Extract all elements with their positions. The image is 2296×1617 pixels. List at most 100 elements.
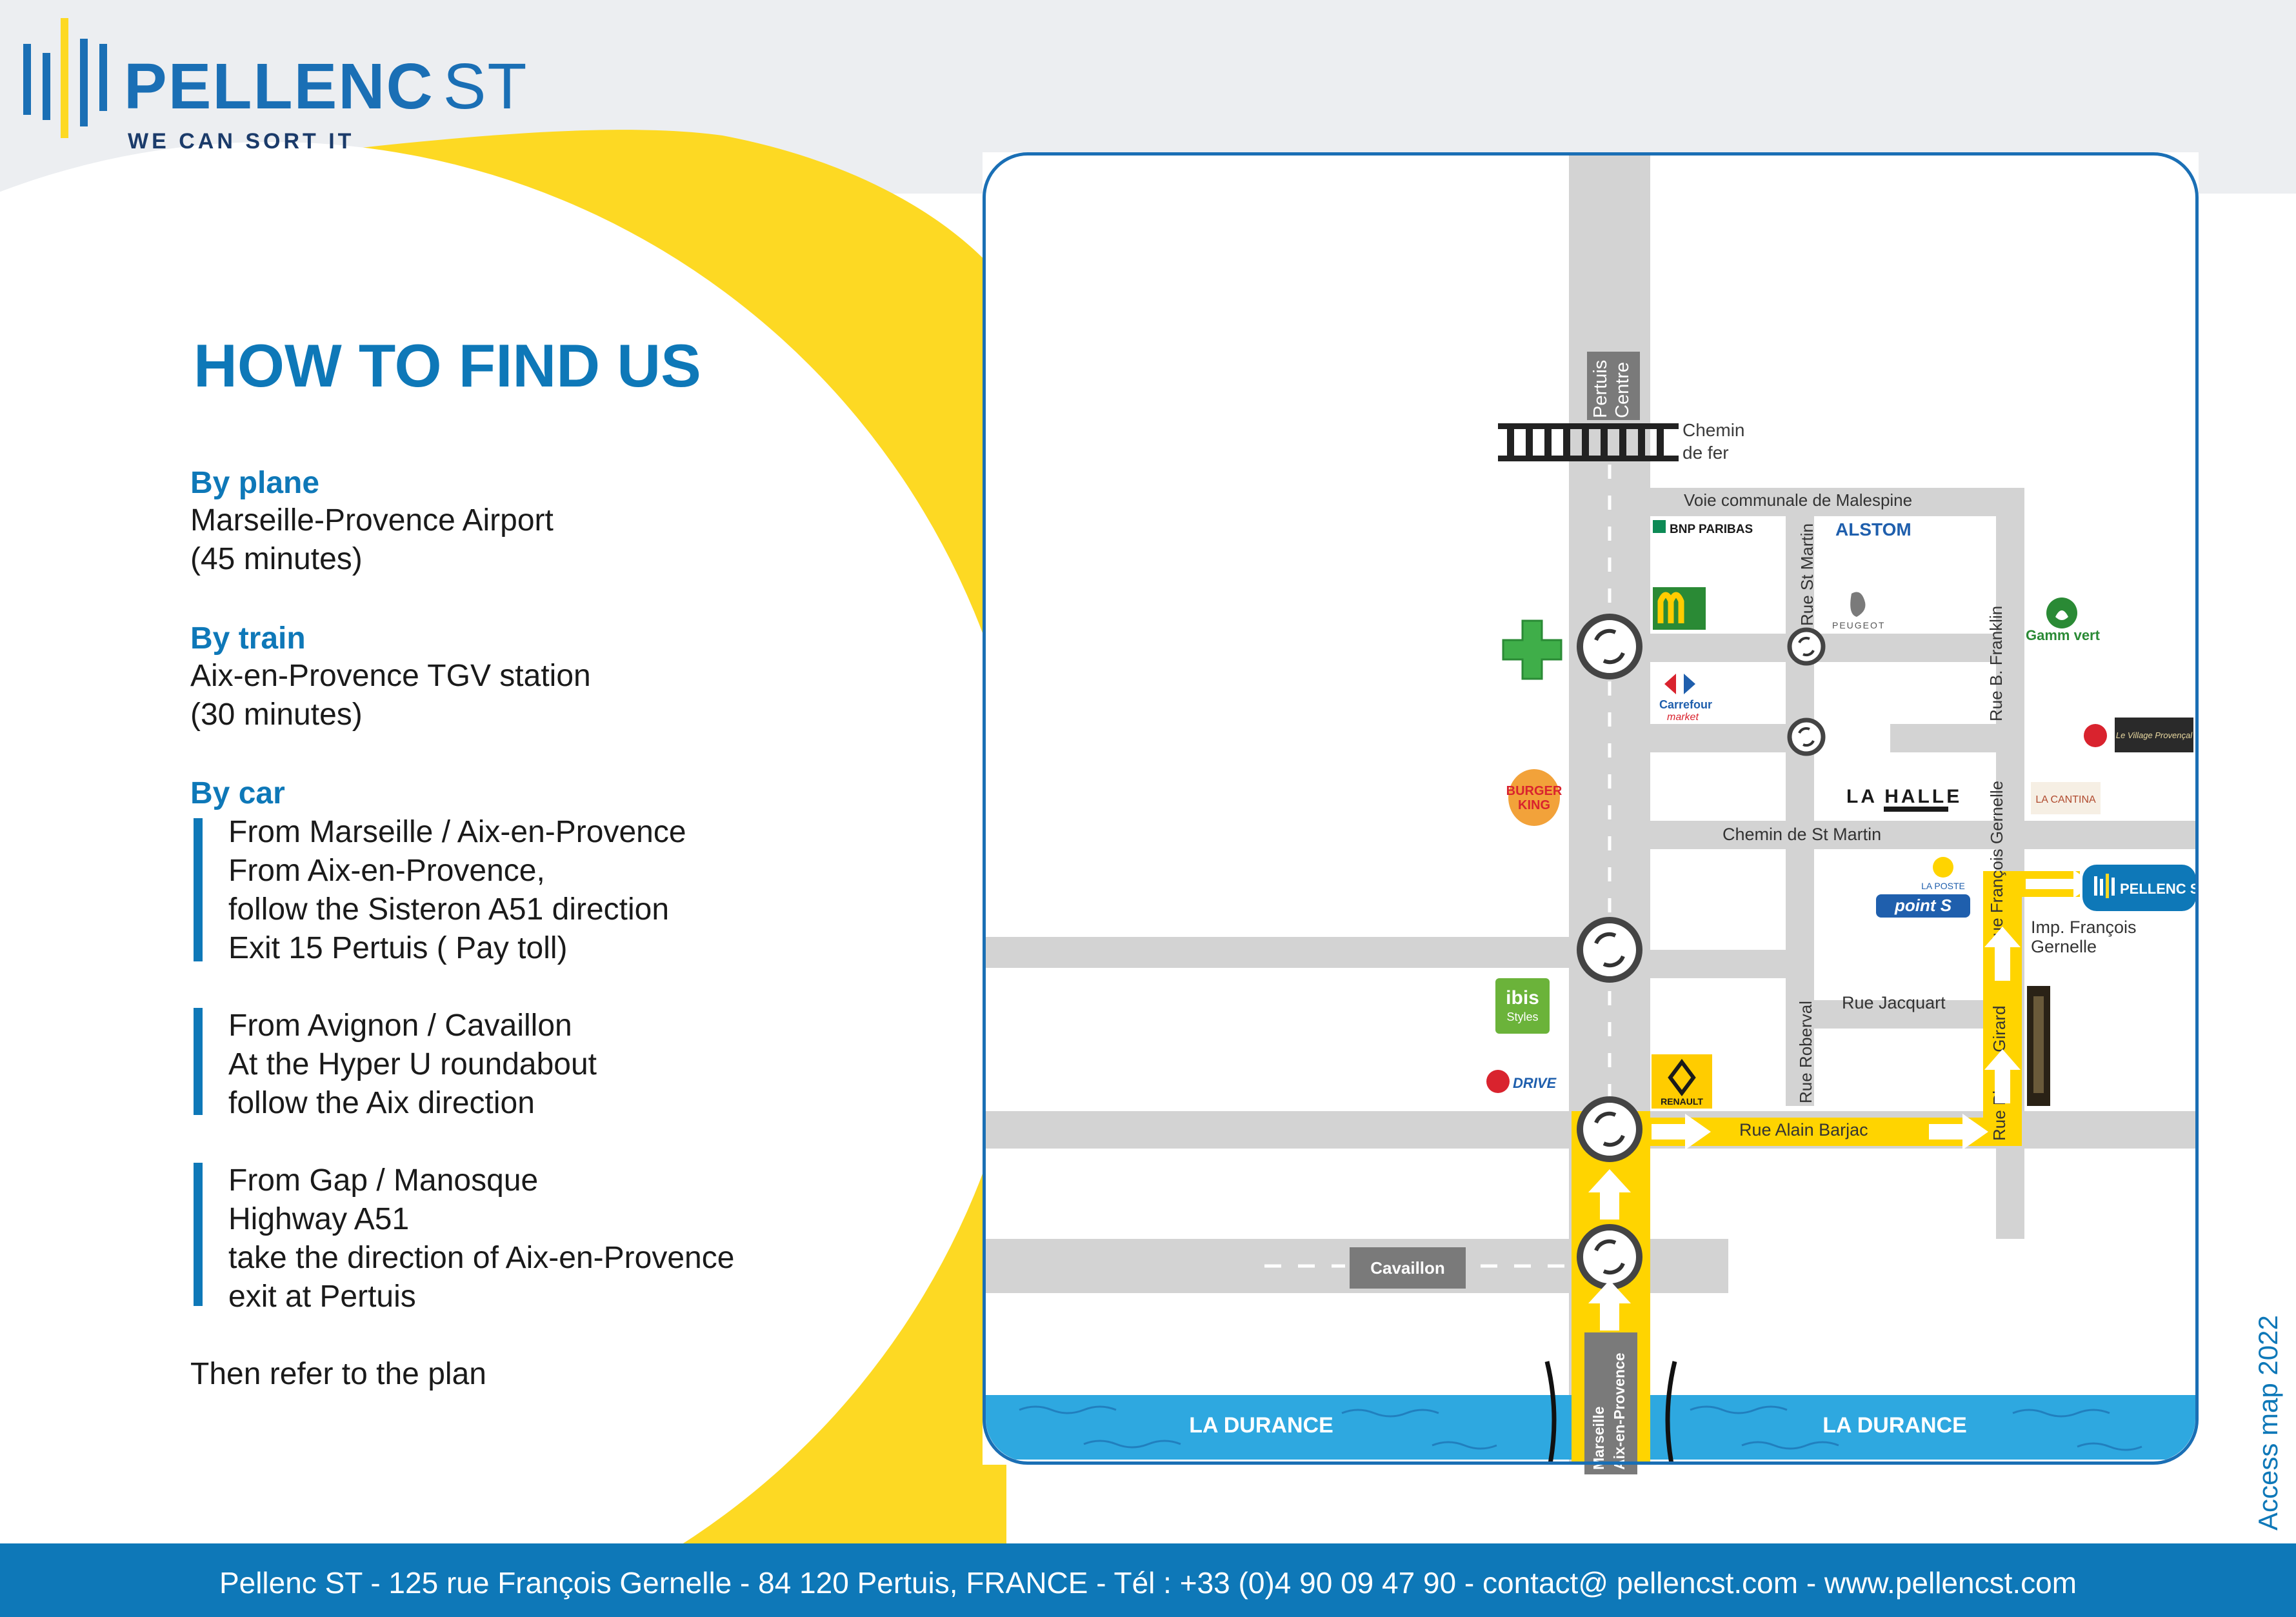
svg-text:Styles: Styles xyxy=(1506,1010,1538,1023)
roundabout-icon xyxy=(1577,1224,1642,1290)
svg-text:PELLENC ST: PELLENC ST xyxy=(2120,881,2208,897)
plane-title: By plane xyxy=(190,466,320,500)
renault-logo: RENAULT xyxy=(1652,1054,1712,1109)
pellenc-bars-icon xyxy=(23,18,107,138)
brand-tagline: WE CAN SORT IT xyxy=(128,129,355,154)
roundabout-icon xyxy=(1577,614,1642,679)
label-rue-barjac: Rue Alain Barjac xyxy=(1739,1120,1868,1140)
alstom-logo: ALSTOM xyxy=(1835,519,1912,539)
arrow-up-icon xyxy=(1984,927,2021,981)
label-rue-gernelle: Rue François Gernelle xyxy=(1987,781,2006,949)
label-chemin-de-fer: Chemin xyxy=(1682,420,1744,440)
pertuis-centre-label: Pertuis Centre xyxy=(1590,360,1633,418)
svg-text:point S: point S xyxy=(1894,896,1952,915)
svg-text:LA CANTINA: LA CANTINA xyxy=(2035,794,2096,805)
train-line: Aix-en-Provence TGV station xyxy=(190,659,591,693)
footer-bar xyxy=(0,1543,2296,1617)
pharmacy-icon xyxy=(1502,619,1562,680)
la-cantina-logo: LA CANTINA xyxy=(2031,782,2101,814)
arrow-up-icon xyxy=(1588,1280,1631,1331)
svg-text:Centre: Centre xyxy=(1612,362,1633,418)
la-poste-logo: LA POSTE xyxy=(1921,857,1965,891)
peugeot-logo: PEUGEOT xyxy=(1832,592,1884,630)
train-line: (30 minutes) xyxy=(190,698,363,732)
roundabout-icon xyxy=(1577,1096,1642,1162)
river-waves xyxy=(1019,1405,2142,1451)
label-chemin-st-martin: Chemin de St Martin xyxy=(1722,825,1881,844)
village-provencal-logo: Le Village Provençal xyxy=(2084,718,2193,752)
svg-text:DRIVE: DRIVE xyxy=(1513,1075,1557,1091)
route-group-bar xyxy=(194,1008,203,1115)
car-line: take the direction of Aix-en-Provence xyxy=(228,1241,735,1275)
arrow-right-icon xyxy=(2026,870,2094,898)
label-imp-gernelle: Imp. François xyxy=(2031,918,2137,937)
svg-text:RENAULT: RENAULT xyxy=(1661,1096,1703,1107)
arrow-right-icon xyxy=(1652,1114,1711,1150)
roundabout-icon xyxy=(1577,917,1642,983)
bnp-paribas-logo: BNP PARIBAS xyxy=(1653,520,1753,536)
label-voie-malespine: Voie communale de Malespine xyxy=(1684,490,1912,510)
car-line: From Avignon / Cavaillon xyxy=(228,1009,572,1043)
footer-contact: Pellenc ST - 125 rue François Gernelle -… xyxy=(219,1566,2077,1600)
la-halle-logo: LA HALLE xyxy=(1846,786,1962,812)
pellenc-destination-marker: PELLENC ST xyxy=(2082,865,2208,911)
label-imp-gernelle: Gernelle xyxy=(2031,937,2097,956)
car-line: follow the Aix direction xyxy=(228,1086,535,1120)
railway-icon xyxy=(1498,423,1679,461)
pertuis-centre-sign xyxy=(1587,352,1640,420)
marseille-label: Marseille Aix-en-Provence xyxy=(1590,1352,1628,1470)
route-group-bar xyxy=(194,1163,203,1306)
u-drive-logo: DRIVE xyxy=(1486,1070,1557,1093)
plane-line: Marseille-Provence Airport xyxy=(190,503,554,537)
car-line: From Aix-en-Provence, xyxy=(228,854,545,888)
route-group-bar xyxy=(194,818,203,961)
closing-line: Then refer to the plan xyxy=(190,1357,486,1391)
svg-text:ibis: ibis xyxy=(1506,987,1539,1009)
gamm-vert-logo: Gamm vert xyxy=(2026,598,2101,643)
label-rue-st-martin: Rue St Martin xyxy=(1797,523,1817,626)
car-line: follow the Sisteron A51 direction xyxy=(228,892,670,927)
svg-text:BNP PARIBAS: BNP PARIBAS xyxy=(1670,523,1753,536)
burger-king-logo: BURGER KING xyxy=(1506,769,1562,826)
bridge-bracket xyxy=(1544,1361,1557,1461)
svg-text:Carrefour: Carrefour xyxy=(1659,698,1712,711)
svg-text:Marseille: Marseille xyxy=(1590,1407,1607,1470)
label-rue-franklin: Rue B. Franklin xyxy=(1986,606,2006,721)
car-line: Exit 15 Pertuis ( Pay toll) xyxy=(228,931,568,965)
label-rue-jacquart: Rue Jacquart xyxy=(1842,993,1946,1012)
mcdonalds-logo xyxy=(1653,587,1706,630)
arrow-up-icon xyxy=(1588,1169,1631,1220)
train-title: By train xyxy=(190,621,306,656)
svg-text:Pertuis: Pertuis xyxy=(1590,360,1611,418)
car-line: Highway A51 xyxy=(228,1202,410,1236)
label-cavaillon: Cavaillon xyxy=(1370,1258,1445,1278)
svg-text:LA HALLE: LA HALLE xyxy=(1846,786,1962,807)
ibis-styles-logo: ibis Styles xyxy=(1495,978,1550,1034)
roundabout-icon xyxy=(1787,718,1826,756)
label-chemin-de-fer: de fer xyxy=(1682,443,1729,463)
label-durance: LA DURANCE xyxy=(1822,1413,1967,1438)
car-line: From Gap / Manosque xyxy=(228,1163,539,1198)
svg-text:LA POSTE: LA POSTE xyxy=(1921,881,1965,891)
label-durance: LA DURANCE xyxy=(1189,1413,1333,1438)
hotel-sign xyxy=(2027,986,2050,1106)
svg-text:Gamm vert: Gamm vert xyxy=(2026,627,2101,643)
bridge-bracket xyxy=(1665,1361,1677,1461)
point-s-logo: point S xyxy=(1876,894,1970,918)
svg-text:Le Village Provençal: Le Village Provençal xyxy=(2116,730,2193,740)
carrefour-logo: Carrefour market xyxy=(1659,674,1712,723)
car-line: exit at Pertuis xyxy=(228,1280,416,1314)
svg-text:Aix-en-Provence: Aix-en-Provence xyxy=(1611,1352,1628,1470)
car-title: By car xyxy=(190,776,285,810)
map-frame xyxy=(983,152,2199,1465)
roundabout-icon xyxy=(1787,627,1826,666)
arrow-right-icon xyxy=(1929,1114,1988,1150)
marseille-sign xyxy=(1584,1332,1637,1474)
label-rue-roberval: Rue Roberval xyxy=(1796,1001,1815,1103)
plane-line: (45 minutes) xyxy=(190,542,363,576)
car-line: From Marseille / Aix-en-Provence xyxy=(228,815,686,849)
